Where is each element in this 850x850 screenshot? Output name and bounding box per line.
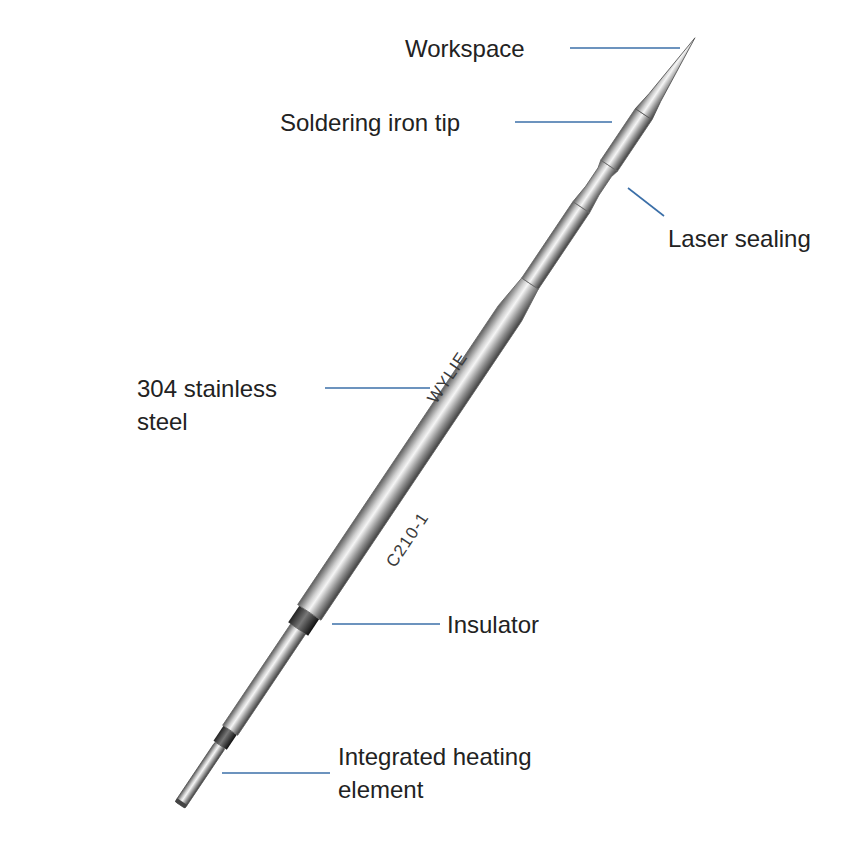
soldering-tip	[168, 30, 706, 813]
leader-lines	[222, 48, 680, 773]
part-label: Insulator	[447, 608, 539, 641]
part-label: Workspace	[405, 32, 525, 65]
part-label: Integrated heating element	[338, 740, 583, 806]
engraved-marking: C210-1	[382, 509, 433, 571]
part-label: 304 stainless steel	[137, 372, 327, 438]
part-label: Soldering iron tip	[280, 106, 460, 139]
part-label: Laser sealing	[668, 222, 811, 255]
